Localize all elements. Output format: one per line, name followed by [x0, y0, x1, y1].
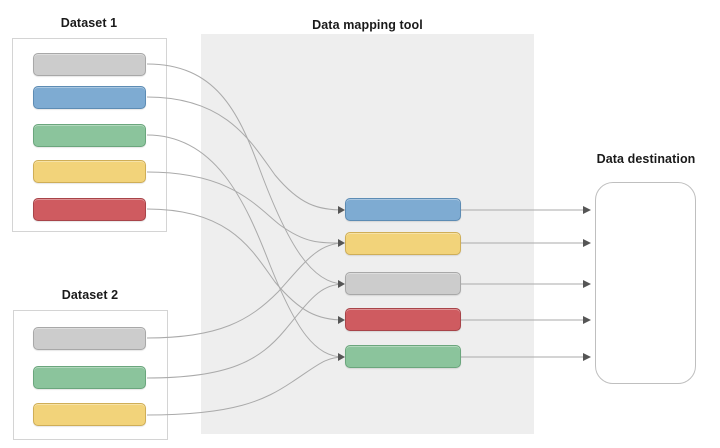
- dataset2-field-yellow[interactable]: [33, 403, 146, 426]
- mapping-field-grey[interactable]: [345, 272, 461, 295]
- link-d1-blue-to-blue: [146, 96, 345, 211]
- dataset2-title: Dataset 2: [61, 288, 119, 302]
- destination-container[interactable]: [595, 182, 696, 384]
- link-d1-yellow-to-yellow: [146, 171, 345, 244]
- dataset1-field-yellow[interactable]: [33, 160, 146, 183]
- mapping-field-yellow[interactable]: [345, 232, 461, 255]
- dataset1-field-grey[interactable]: [33, 53, 146, 76]
- dataset1-title: Dataset 1: [60, 16, 118, 30]
- links-tool-to-destination: [461, 209, 589, 358]
- mapping-tool-title: Data mapping tool: [312, 18, 423, 32]
- dataset2-field-green[interactable]: [33, 366, 146, 389]
- dataset2-field-grey[interactable]: [33, 327, 146, 350]
- link-d2-green-to-grey: [146, 283, 345, 379]
- dataset1-field-green[interactable]: [33, 124, 146, 147]
- link-d1-red-to-red: [146, 208, 345, 321]
- dataset1-field-red[interactable]: [33, 198, 146, 221]
- mapping-tool-arrowheads: [338, 206, 345, 361]
- mapping-field-red[interactable]: [345, 308, 461, 331]
- dataset1-field-blue[interactable]: [33, 86, 146, 109]
- destination-arrowheads: [583, 206, 591, 361]
- link-d2-yellow-to-green: [146, 356, 345, 416]
- mapping-field-green[interactable]: [345, 345, 461, 368]
- link-d1-grey-to-grey: [146, 63, 345, 285]
- link-d2-grey-to-yellow: [146, 242, 345, 339]
- mapping-field-blue[interactable]: [345, 198, 461, 221]
- link-d1-green-to-green: [146, 134, 345, 358]
- destination-title: Data destination: [596, 152, 696, 166]
